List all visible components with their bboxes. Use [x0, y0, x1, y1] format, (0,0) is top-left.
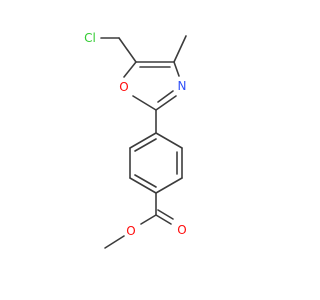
bond-ar6-ar1 [129, 132, 157, 149]
ring-oxygen-atom-label: O [119, 80, 128, 94]
bond-ar4-ar5 [129, 177, 157, 194]
carbonyl-oxygen-atom-label: O [177, 223, 186, 237]
bond-ar4-ar5-inner [134, 174, 157, 188]
atom-label-layer: Cl O N O O [84, 31, 187, 238]
bond-c2-o1 [132, 95, 157, 111]
bond-c4-n3 [173, 61, 180, 77]
bond-carbonyl-o-double [157, 209, 174, 220]
chlorine-atom-label: Cl [84, 31, 96, 45]
ester-oxygen-atom-label: O [126, 224, 135, 238]
ring-nitrogen-atom-label: N [178, 79, 187, 93]
bond-ch2-c5 [118, 37, 137, 63]
bond-carbonyl-ester-o [140, 214, 157, 225]
bond-c4-methyl [173, 35, 187, 63]
molecule-diagram: Cl O N O O [84, 31, 187, 249]
bond-ar3-ar4 [155, 177, 183, 194]
bond-n3-c2-double [157, 90, 174, 103]
bond-ar1-ar2 [155, 132, 183, 149]
bond-o1-c5 [123, 61, 137, 78]
bond-ar6-ar1-inner [134, 138, 157, 152]
bond-layer [100, 35, 187, 249]
bond-carbonyl-o [155, 214, 172, 225]
bond-n3-c2 [155, 95, 177, 111]
bond-ester-o-methyl [104, 235, 125, 249]
